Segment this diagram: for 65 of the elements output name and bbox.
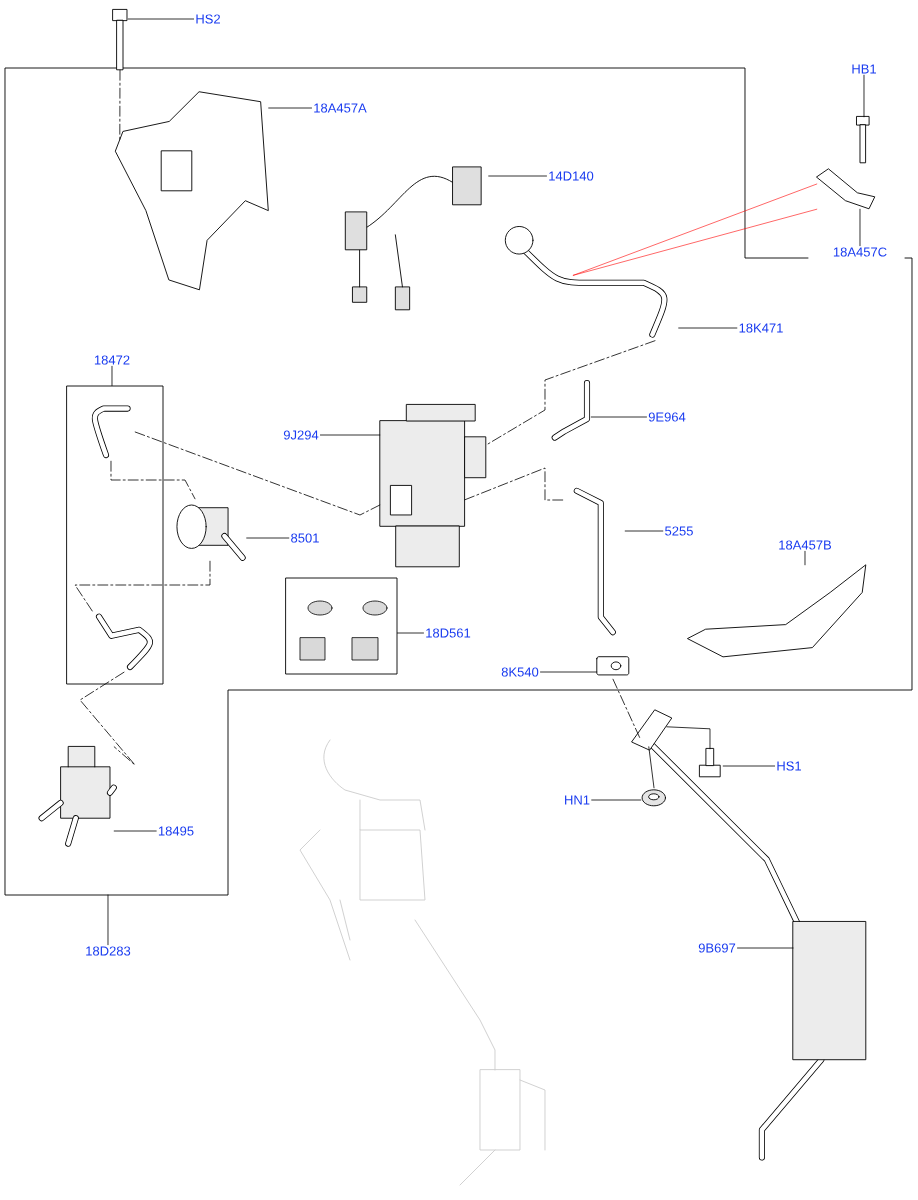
leader-line [859,208,861,247]
exhaust-drawing [631,709,867,1161]
wiring-harness-drawing [344,166,482,311]
group-frame [285,577,398,675]
leader-line [397,632,424,634]
part-number: 5255 [665,526,693,536]
centre-line [74,560,211,613]
part-number: 9E964 [648,412,686,422]
leader-line [590,416,647,418]
valve-drawing [38,746,117,847]
leader-line [648,746,655,789]
leader-line [722,765,776,767]
part-number: HS2 [196,14,220,24]
bolt-drawing [856,116,870,164]
leader-line [113,830,157,832]
centre-line [464,467,566,501]
part-number: 18D561 [426,628,471,638]
reference-line [573,183,818,276]
leader-line [107,894,109,946]
part-number: 18495 [158,826,194,836]
group-frame [66,385,164,685]
part-number: 18472 [94,355,130,365]
part-number: 18A457C [833,247,887,257]
bracket-drawing [687,564,867,658]
part-number: 14D140 [549,171,594,181]
pump-drawing [176,504,246,561]
centre-line [110,460,196,500]
part-number: 18K471 [739,323,783,333]
leader-line [591,799,642,801]
leader-line [624,530,664,532]
gasket-drawing [596,656,630,676]
part-number: 8K540 [501,667,539,677]
centre-line [79,671,136,766]
leader-line [268,107,312,109]
part-number: 18A457A [314,103,367,113]
pipe-drawing [573,487,616,636]
heater-drawing [379,404,487,568]
leader-line [488,175,547,177]
leader-line [804,550,806,566]
part-number: 18D283 [86,946,131,956]
hose-drawing [504,226,668,338]
leader-line [246,537,290,539]
hose-drawing [91,405,131,459]
reference-line [573,208,818,276]
leader-line [666,726,711,750]
leader-line [111,365,113,386]
bracket-drawing [114,91,269,291]
bolt-drawing [112,9,128,71]
bracket-drawing [816,168,876,210]
leader-line [127,18,195,20]
leader-line [540,671,598,673]
centre-line [134,431,381,516]
part-number: HN1 [565,795,590,805]
part-number: 18A457B [779,540,832,550]
centre-line [612,678,641,739]
leader-line [320,434,381,436]
leader-line [863,74,865,118]
leader-line [737,947,794,949]
hose-drawing [95,613,153,671]
leader-line [678,327,738,329]
part-number: 8501 [291,533,319,543]
part-number: HB1 [852,64,876,74]
centre-line [485,340,656,446]
part-number: 9J294 [283,430,319,440]
pipe-drawing [551,380,591,441]
